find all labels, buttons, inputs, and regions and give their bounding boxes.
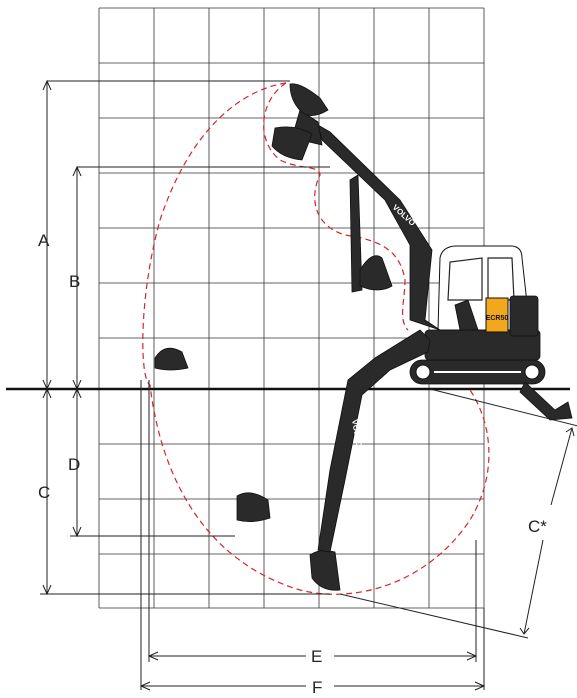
model-text: ECR50 [486,315,509,322]
label-e: E [311,647,322,666]
reach-envelope [142,82,490,595]
bucket-left [154,347,189,371]
dimension-line-c-star [339,388,577,639]
label-d: D [68,455,80,474]
label-f: F [312,678,322,697]
excavator: ECR50 VOLVO VOLVO [154,83,573,591]
bucket-bottom [309,550,341,591]
operator-seat [454,299,479,331]
dozer-blade [519,381,573,421]
label-c-star: C* [528,517,547,536]
bucket-low [236,492,271,522]
model-badge [485,297,509,333]
boom-lowered [317,329,431,553]
bucket-top [289,83,329,116]
bucket-upper [271,126,313,161]
boom-raised [317,124,441,331]
dimension-lines-left [40,79,330,596]
arm-raised [349,174,363,293]
dimension-lines-bottom [139,380,486,691]
label-a: A [38,231,50,250]
label-c: C [38,483,50,502]
label-b: B [69,272,80,291]
bucket-mid [359,255,393,291]
